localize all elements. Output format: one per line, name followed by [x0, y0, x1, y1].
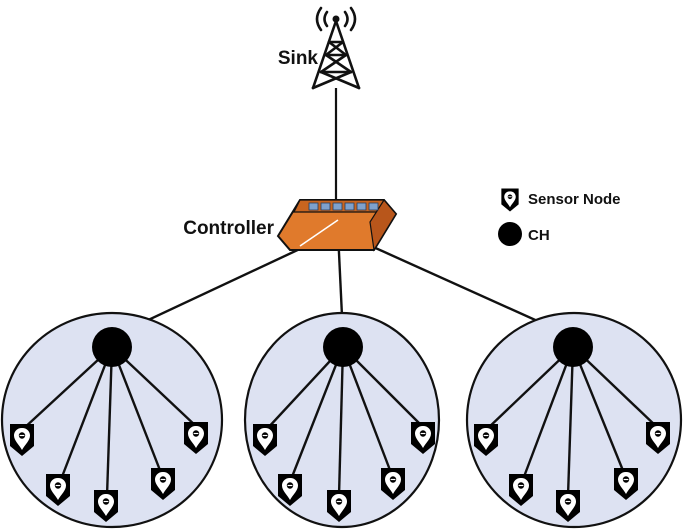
sink-antenna-tip	[332, 15, 340, 23]
controller-switch-icon	[276, 198, 398, 252]
legend-cluster-head-icon	[498, 222, 522, 246]
cluster-head	[553, 327, 593, 367]
legend: Sensor Node CH	[498, 188, 621, 246]
controller-ch-link-3	[339, 230, 574, 339]
cluster-head	[323, 327, 363, 367]
cluster-2	[243, 311, 441, 529]
legend-sensor-node-label: Sensor Node	[528, 191, 621, 208]
cluster-head	[92, 327, 132, 367]
sink-label: Sink	[278, 48, 319, 69]
cluster-1	[0, 311, 224, 529]
controller-label: Controller	[183, 218, 274, 239]
legend-ch-label: CH	[528, 227, 550, 244]
sink-tower-icon	[311, 6, 361, 90]
cluster-3	[465, 311, 683, 529]
legend-sensor-node-icon	[500, 188, 520, 212]
